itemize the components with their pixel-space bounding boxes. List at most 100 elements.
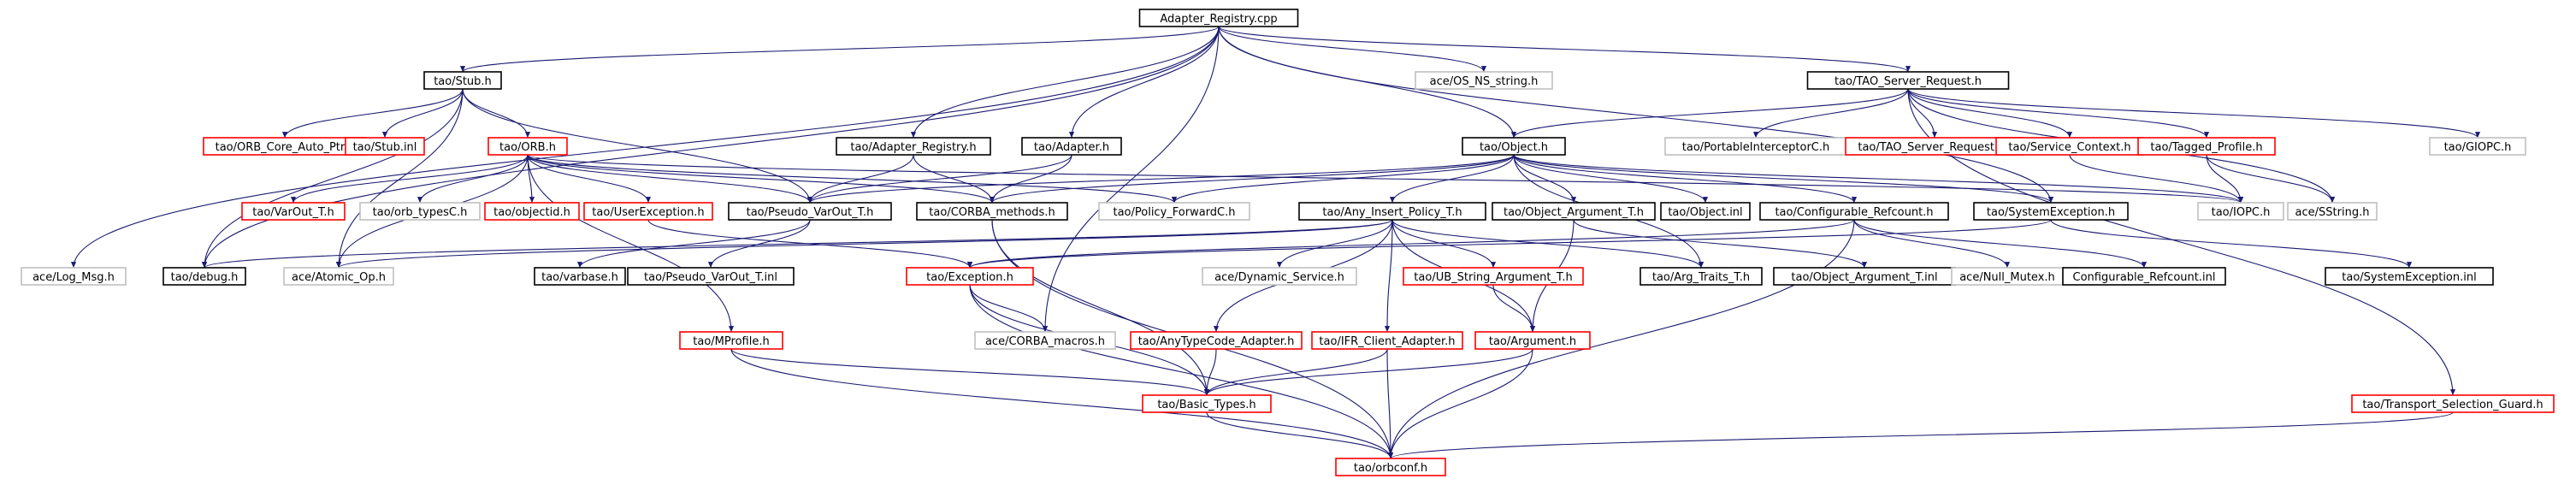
node-label: tao/Stub.inl (353, 141, 417, 154)
node-box (162, 267, 246, 286)
edge-mprofile-to-basic_types (730, 348, 1209, 396)
node-object-argument-t[interactable]: tao/Object_Argument_T.h (1492, 202, 1656, 221)
edge-stub_h-to-orb_h (462, 88, 531, 139)
node-tao-server-request-inl[interactable]: tao/TAO_Server_Request.inl (1845, 137, 2024, 156)
node-anytypecode-adapter[interactable]: tao/AnyTypeCode_Adapter.h (1130, 331, 1303, 350)
edge-stub_h-to-pseudo_varout_t (462, 88, 813, 204)
edge-root-to-adapter_registry_h (910, 26, 1220, 139)
node-adapter-registry-h[interactable]: tao/Adapter_Registry.h (836, 137, 991, 156)
node-box (1403, 267, 1584, 286)
node-root[interactable]: Adapter_Registry.cpp (1138, 9, 1299, 27)
node-dynamic-service[interactable]: ace/Dynamic_Service.h (1202, 267, 1357, 286)
node-box (1415, 71, 1553, 90)
node-arg-traits[interactable]: tao/Arg_Traits_T.h (1640, 267, 1763, 286)
edge-configurable_refcount-to-exception_h (967, 219, 1855, 269)
node-null-mutex[interactable]: ace/Null_Mutex.h (1951, 267, 2064, 286)
node-varout-t[interactable]: tao/VarOut_T.h (241, 202, 346, 221)
node-debug[interactable]: tao/debug.h (162, 267, 246, 286)
node-box (906, 267, 1034, 286)
node-mprofile[interactable]: tao/MProfile.h (679, 331, 783, 350)
node-object-inl[interactable]: tao/Object.inl (1660, 202, 1751, 221)
node-label: tao/Tagged_Profile.h (2150, 141, 2262, 154)
edge-root-to-systemexception (1218, 26, 2054, 204)
node-stub-inl[interactable]: tao/Stub.inl (345, 137, 425, 156)
node-portable-interceptor[interactable]: tao/PortableInterceptorC.h (1664, 137, 1847, 156)
node-box (1474, 331, 1591, 350)
node-policy-forwardc[interactable]: tao/Policy_ForwardC.h (1098, 202, 1250, 221)
edge-object_h-to-any_insert_policy (1389, 154, 1515, 204)
node-label: tao/Object.inl (1668, 206, 1742, 219)
node-label: tao/objectid.h (493, 206, 570, 219)
node-pseudo-varout-t[interactable]: tao/Pseudo_VarOut_T.h (728, 202, 892, 221)
edge-anytypecode_adapter-to-basic_types (1203, 348, 1217, 396)
edge-any_insert_policy-to-dynamic_service (1276, 219, 1393, 269)
node-box (1492, 202, 1656, 221)
edge-adapter_registry_h-to-corba_methods (913, 154, 996, 204)
node-box (1098, 202, 1250, 221)
node-box (1130, 331, 1303, 350)
node-corba-methods[interactable]: tao/CORBA_methods.h (916, 202, 1068, 221)
node-objectid[interactable]: tao/objectid.h (484, 202, 580, 221)
node-orb-h[interactable]: tao/ORB.h (487, 137, 568, 156)
node-configurable-refcount[interactable]: tao/Configurable_Refcount.h (1759, 202, 1949, 221)
node-ub-string-arg[interactable]: tao/UB_String_Argument_T.h (1403, 267, 1584, 286)
edge-configurable_refcount-to-orbconf (1387, 219, 1855, 459)
node-box (679, 331, 783, 350)
node-box (21, 267, 127, 286)
edge-any_insert_policy-to-arg_traits (1391, 219, 1704, 269)
node-label: tao/Adapter.h (1034, 141, 1109, 154)
edge-transport_selection_guard-to-orbconf (1388, 411, 2454, 459)
node-box (241, 202, 346, 221)
node-orbconf[interactable]: tao/orbconf.h (1335, 458, 1446, 476)
node-tao-server-request[interactable]: tao/TAO_Server_Request.h (1806, 71, 2010, 90)
node-service-context[interactable]: tao/Service_Context.h (1995, 137, 2144, 156)
node-varbase[interactable]: tao/varbase.h (534, 267, 626, 286)
node-userexception[interactable]: tao/UserException.h (583, 202, 713, 221)
node-box (1335, 458, 1446, 476)
node-pseudo-varout-t-inl[interactable]: tao/Pseudo_VarOut_T.inl (627, 267, 795, 286)
node-tagged-profile[interactable]: tao/Tagged_Profile.h (2137, 137, 2276, 156)
node-systemexception[interactable]: tao/SystemException.h (1973, 202, 2129, 221)
node-orb-typesc[interactable]: tao/orb_typesC.h (359, 202, 481, 221)
node-sstring[interactable]: ace/SString.h (2287, 202, 2378, 221)
node-ace-os-ns-string[interactable]: ace/OS_NS_string.h (1415, 71, 1553, 90)
node-box (1806, 71, 2010, 90)
node-basic-types[interactable]: tao/Basic_Types.h (1142, 394, 1272, 413)
edge-object_h-to-corba_methods (990, 154, 1515, 204)
edge-systemexception-to-systemexception_inl (2050, 219, 2412, 269)
node-transport-selection-guard[interactable]: tao/Transport_Selection_Guard.h (2351, 394, 2555, 413)
node-object-argument-t-inl[interactable]: tao/Object_Argument_T.inl (1773, 267, 1956, 286)
node-orb-core-auto-ptr[interactable]: tao/ORB_Core_Auto_Ptr.h (203, 137, 367, 156)
node-label: Adapter_Registry.cpp (1160, 13, 1277, 26)
node-box (1311, 331, 1463, 350)
node-exception-h[interactable]: tao/Exception.h (906, 267, 1034, 286)
node-label: tao/UserException.h (592, 206, 704, 219)
node-label: Configurable_Refcount.inl (2073, 271, 2216, 284)
node-argument-h[interactable]: tao/Argument.h (1474, 331, 1591, 350)
node-object-h[interactable]: tao/Object.h (1462, 137, 1566, 156)
edge-mprofile-to-orbconf (730, 348, 1393, 459)
edge-tao_server_request-to-service_context (1907, 88, 2073, 139)
node-systemexception-inl[interactable]: tao/SystemException.inl (2325, 267, 2494, 286)
node-ifr-client-adapter[interactable]: tao/IFR_Client_Adapter.h (1311, 331, 1463, 350)
edge-tao_server_request-to-portable_interceptor (1752, 88, 1909, 139)
node-label: tao/PortableInterceptorC.h (1682, 141, 1829, 154)
node-giopc[interactable]: tao/GIOPC.h (2429, 137, 2526, 156)
node-iopc[interactable]: tao/IOPC.h (2197, 202, 2284, 221)
node-configurable-refcount-inl[interactable]: Configurable_Refcount.inl (2062, 267, 2226, 286)
node-log-msg[interactable]: ace/Log_Msg.h (21, 267, 127, 286)
node-label: tao/SystemException.h (1987, 206, 2115, 219)
nodes-layer: Adapter_Registry.cpp tao/Stub.h ace/OS_NS_… (21, 9, 2555, 476)
node-any-insert-policy[interactable]: tao/Any_Insert_Policy_T.h (1298, 202, 1486, 221)
node-corba-macros[interactable]: ace/CORBA_macros.h (974, 331, 1116, 350)
node-box (534, 267, 626, 286)
node-box (627, 267, 795, 286)
edge-configurable_refcount-to-null_mutex (1853, 219, 2011, 269)
edge-root-to-tao_server_request (1218, 26, 1911, 73)
node-stub-h[interactable]: tao/Stub.h (423, 71, 502, 90)
node-label: tao/AnyTypeCode_Adapter.h (1138, 335, 1295, 348)
node-atomic-op[interactable]: ace/Atomic_Op.h (283, 267, 394, 286)
edge-root-to-corba_macros (1042, 26, 1220, 333)
node-adapter-h[interactable]: tao/Adapter.h (1021, 137, 1122, 156)
